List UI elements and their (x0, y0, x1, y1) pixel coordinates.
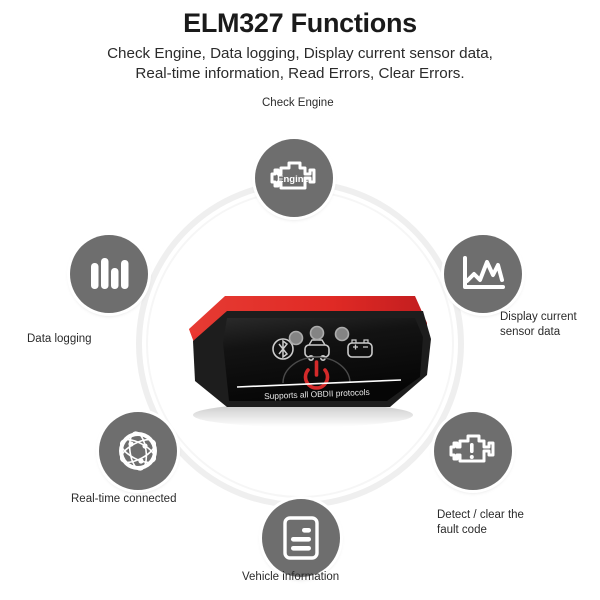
label-vehicle-info: Vehicle information (242, 571, 340, 583)
node-fault-code[interactable] (434, 412, 512, 490)
engine-warning-icon (449, 434, 495, 463)
document-icon (283, 516, 319, 560)
check-engine-inner-text: Engine (277, 174, 309, 185)
subtitle-line-1: Check Engine, Data logging, Display curr… (107, 45, 493, 62)
device-shadow (193, 403, 413, 427)
page-subtitle: Check Engine, Data logging, Display curr… (0, 44, 600, 84)
label-data-logging: Data logging (27, 333, 92, 345)
node-display-sensor[interactable] (444, 235, 522, 313)
check-engine-disc: Engine (255, 139, 333, 217)
vehicle-info-disc (262, 499, 340, 577)
bar-chart-icon (91, 258, 129, 289)
elm327-device: Supports all OBDII protocols (165, 283, 435, 428)
label-display-sensor: Display current sensor data (500, 311, 577, 338)
node-realtime[interactable] (99, 412, 177, 490)
power-button[interactable] (282, 356, 351, 390)
network-globe-icon (119, 431, 157, 471)
device-indicator-row (272, 325, 373, 362)
label-check-engine: Check Engine (262, 97, 334, 109)
display-sensor-disc (444, 235, 522, 313)
label-realtime: Real-time connected (71, 493, 177, 505)
bluetooth-icon (272, 330, 304, 360)
label-fault-code: Detect / clear the fault code (437, 509, 524, 536)
realtime-disc (99, 412, 177, 490)
power-icon (303, 360, 330, 390)
data-logging-disc (70, 235, 148, 313)
page-title: ELM327 Functions (183, 8, 417, 38)
device-footer-text: Supports all OBDII protocols (264, 387, 370, 401)
car-icon (304, 325, 330, 362)
node-check-engine[interactable]: Engine (255, 139, 333, 217)
subtitle-line-2: Real-time information, Read Errors, Clea… (135, 65, 465, 82)
check-engine-icon: Engine (270, 161, 316, 190)
device-divider (236, 379, 402, 388)
node-data-logging[interactable] (70, 235, 148, 313)
battery-icon (334, 326, 373, 358)
line-graph-icon (463, 256, 505, 289)
fault-code-disc (434, 412, 512, 490)
node-vehicle-info[interactable] (262, 499, 340, 577)
